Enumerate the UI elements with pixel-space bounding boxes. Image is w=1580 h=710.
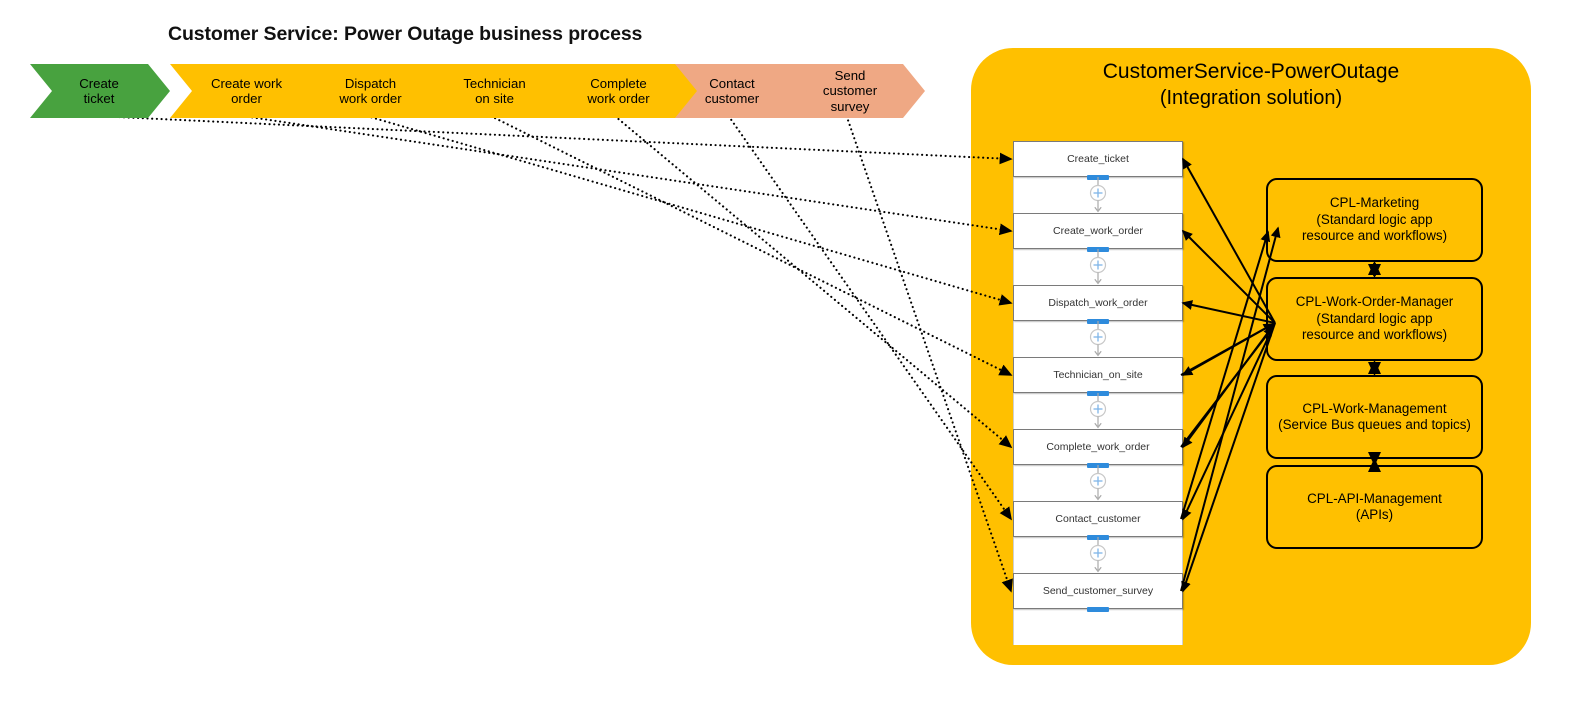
component-description-line: (Standard logic app [1316,310,1433,326]
workflow-step-box[interactable]: Complete_work_order [1013,429,1183,465]
process-to-workflow-arrow [727,114,1013,521]
process-step-label-line: survey [830,98,870,114]
process-step-label-line: Create [79,75,119,91]
process-to-workflow-arrow [365,114,1013,306]
process-step-label-line: on site [475,91,514,106]
process-step-label-line: work order [587,91,650,106]
process-to-workflow-arrow [241,114,1013,236]
workflow-step-label: Complete_work_order [1046,441,1150,453]
workflow-connector-body [1013,609,1183,645]
integration-title-sub: (Integration solution) [1159,87,1343,109]
plus-circle-icon[interactable] [1013,537,1183,573]
process-to-workflow-arrows [94,114,1013,593]
process-step-label-line: work order [339,91,402,106]
component-description-line: (Standard logic app [1316,211,1433,227]
workflow-step-box[interactable]: Contact_customer [1013,501,1183,537]
process-step-label-line: Send [834,67,866,83]
process-step-label-line: Create work [210,75,283,91]
page-title: Customer Service: Power Outage business … [168,23,643,45]
integration-title-main: CustomerService-PowerOutage [1102,60,1400,83]
component-name: CPL-Work-Order-Manager [1295,294,1454,310]
process-step-label-line: customer [822,83,878,99]
process-step-label-line: Complete [590,75,647,91]
process-to-workflow-arrow [489,114,1013,377]
process-step-label-line: Contact [709,75,755,91]
component-name: CPL-API-Management [1307,490,1442,506]
plus-circle-icon[interactable] [1013,393,1183,429]
plus-circle-icon[interactable] [1013,321,1183,357]
workflow-step-label: Technician_on_site [1053,369,1143,381]
plus-circle-icon[interactable] [1013,177,1183,213]
workflow-step-label: Create_work_order [1053,225,1143,237]
integration-title: CustomerService-PowerOutage (Integration… [971,59,1531,111]
process-to-workflow-arrow [94,114,1013,165]
component-name: CPL-Work-Management [1302,400,1447,416]
component-description-line: resource and workflows) [1301,228,1448,244]
process-to-workflow-arrow [613,114,1013,449]
workflow-step-box[interactable]: Dispatch_work_order [1013,285,1183,321]
workflow-step-label: Send_customer_survey [1042,585,1154,597]
process-step-label-line: order [231,91,262,106]
component-name: CPL-Marketing [1329,195,1420,211]
plus-circle-icon[interactable] [1013,465,1183,501]
component-description-line: (APIs) [1355,507,1394,522]
component-description-line: (Service Bus queues and topics) [1278,417,1471,432]
workflow-step-label: Create_ticket [1067,153,1129,165]
workflow-step-box[interactable]: Create_work_order [1013,213,1183,249]
plus-circle-icon[interactable] [1013,249,1183,285]
workflow-step-box[interactable]: Create_ticket [1013,141,1183,177]
process-step-label-line: Technician [463,75,526,91]
workflow-step-label: Contact_customer [1055,513,1141,525]
workflow-step-tab [1087,606,1109,612]
workflow-step-box[interactable]: Technician_on_site [1013,357,1183,393]
component-box[interactable]: CPL-Work-Management(Service Bus queues a… [1266,375,1483,459]
component-box[interactable]: CPL-Work-Order-Manager(Standard logic ap… [1266,277,1483,361]
component-description-line: resource and workflows) [1301,327,1448,343]
process-step-label-line: customer [704,91,760,106]
process-step-label-line: ticket [83,91,115,106]
workflow-step-label: Dispatch_work_order [1048,297,1148,309]
component-box[interactable]: CPL-API-Management(APIs) [1266,465,1483,549]
process-step-label-line: Dispatch [344,75,397,91]
workflow-step-box[interactable]: Send_customer_survey [1013,573,1183,609]
